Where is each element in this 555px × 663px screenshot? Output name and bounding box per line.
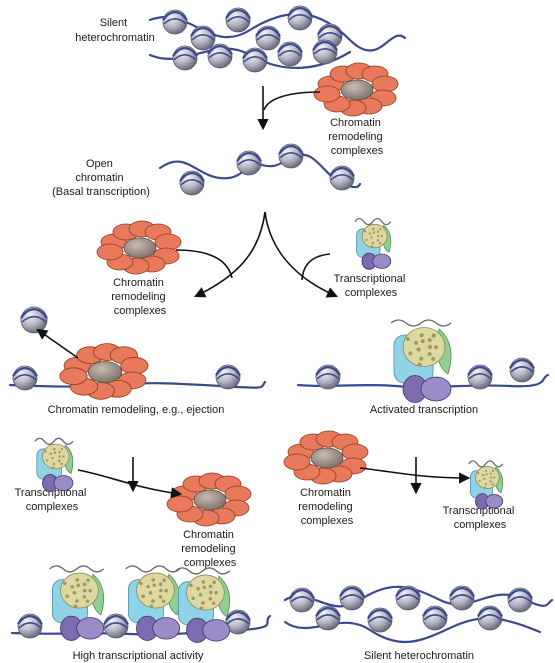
histone-silent-1 [315,605,341,631]
transcriptional-complex-right [354,217,392,270]
histone-top-6 [172,45,198,71]
histone-high-1 [103,613,129,639]
label-high-transcriptional-activity: High transcriptional activity [73,650,204,662]
histone-activated-0 [315,364,341,390]
arrow-lower-right-curve [359,467,471,484]
transcriptional-complex-high-2 [125,565,181,641]
label-remodeling-complexes-top: Chromatin remodeling complexes [328,117,385,157]
label-remodeling-ejection: Chromatin remodeling, e.g., ejection [48,404,225,416]
arrow-remodeler-join-left [175,249,233,279]
histone-ejection-1 [215,364,241,390]
histone-activated-1 [467,364,493,390]
histone-top-7 [207,43,233,69]
histone-open-2 [278,143,304,169]
transcriptional-complex-lower-left [34,437,74,493]
transcriptional-complex-high-3 [175,567,231,643]
label-open-chromatin: Open chromatin (Basal transcription) [52,158,150,198]
histone-high-2 [225,609,251,635]
label-silent-heterochromatin-bottom: Silent heterochromatin [364,650,474,662]
histone-silent-8 [507,587,533,613]
arrow-remodeler-join-top [263,91,321,111]
arrow-tc-join-right [301,253,331,281]
histone-open-0 [179,170,205,196]
histone-silent-7 [477,605,503,631]
label-remodeling-complexes-lower-left: Chromatin remodeling complexes [181,529,238,569]
label-transcriptional-complexes-right: Transcriptional complexes [334,273,409,299]
histone-open-3 [329,165,355,191]
remodeler-ejection [59,343,149,400]
label-remodeling-complexes-lower-right: Chromatin remodeling complexes [298,487,355,527]
arrow-split-right [264,211,339,298]
histone-top-9 [277,41,303,67]
remodeler-top [313,62,399,117]
histone-ejected [20,306,48,334]
label-remodeling-complexes-left: Chromatin remodeling complexes [111,277,168,317]
transcriptional-complex-activated [390,319,452,403]
histone-top-0 [162,9,188,35]
transcriptional-complex-high-1 [49,565,105,641]
transcriptional-complex-lower-right [468,460,504,510]
histone-top-3 [255,25,281,51]
histone-silent-3 [367,607,393,633]
label-activated-transcription: Activated transcription [370,404,478,416]
arrows [36,86,471,499]
histone-top-8 [242,47,268,73]
histone-top-2 [225,7,251,33]
label-silent-heterochromatin: Silent heterochromatin [75,17,155,44]
dna-strand-ejection [8,380,267,389]
histone-top-4 [287,5,313,31]
arrow-ejection [36,328,79,359]
histone-silent-4 [395,585,421,611]
remodeler-left [96,220,182,275]
histone-silent-2 [339,585,365,611]
remodeler-lower-right [283,430,369,485]
histone-high-0 [17,613,43,639]
histone-ejection-0 [12,365,38,391]
histone-top-10 [312,39,338,65]
histone-open-1 [236,150,262,176]
remodeler-lower-left [166,472,252,527]
histone-silent-5 [422,605,448,631]
histone-silent-0 [289,587,315,613]
histone-silent-6 [449,585,475,611]
histone-top-1 [190,25,216,51]
arrow-lower-left-curve [77,469,183,499]
arrow-split-left [193,211,266,298]
histone-activated-2 [509,357,535,383]
